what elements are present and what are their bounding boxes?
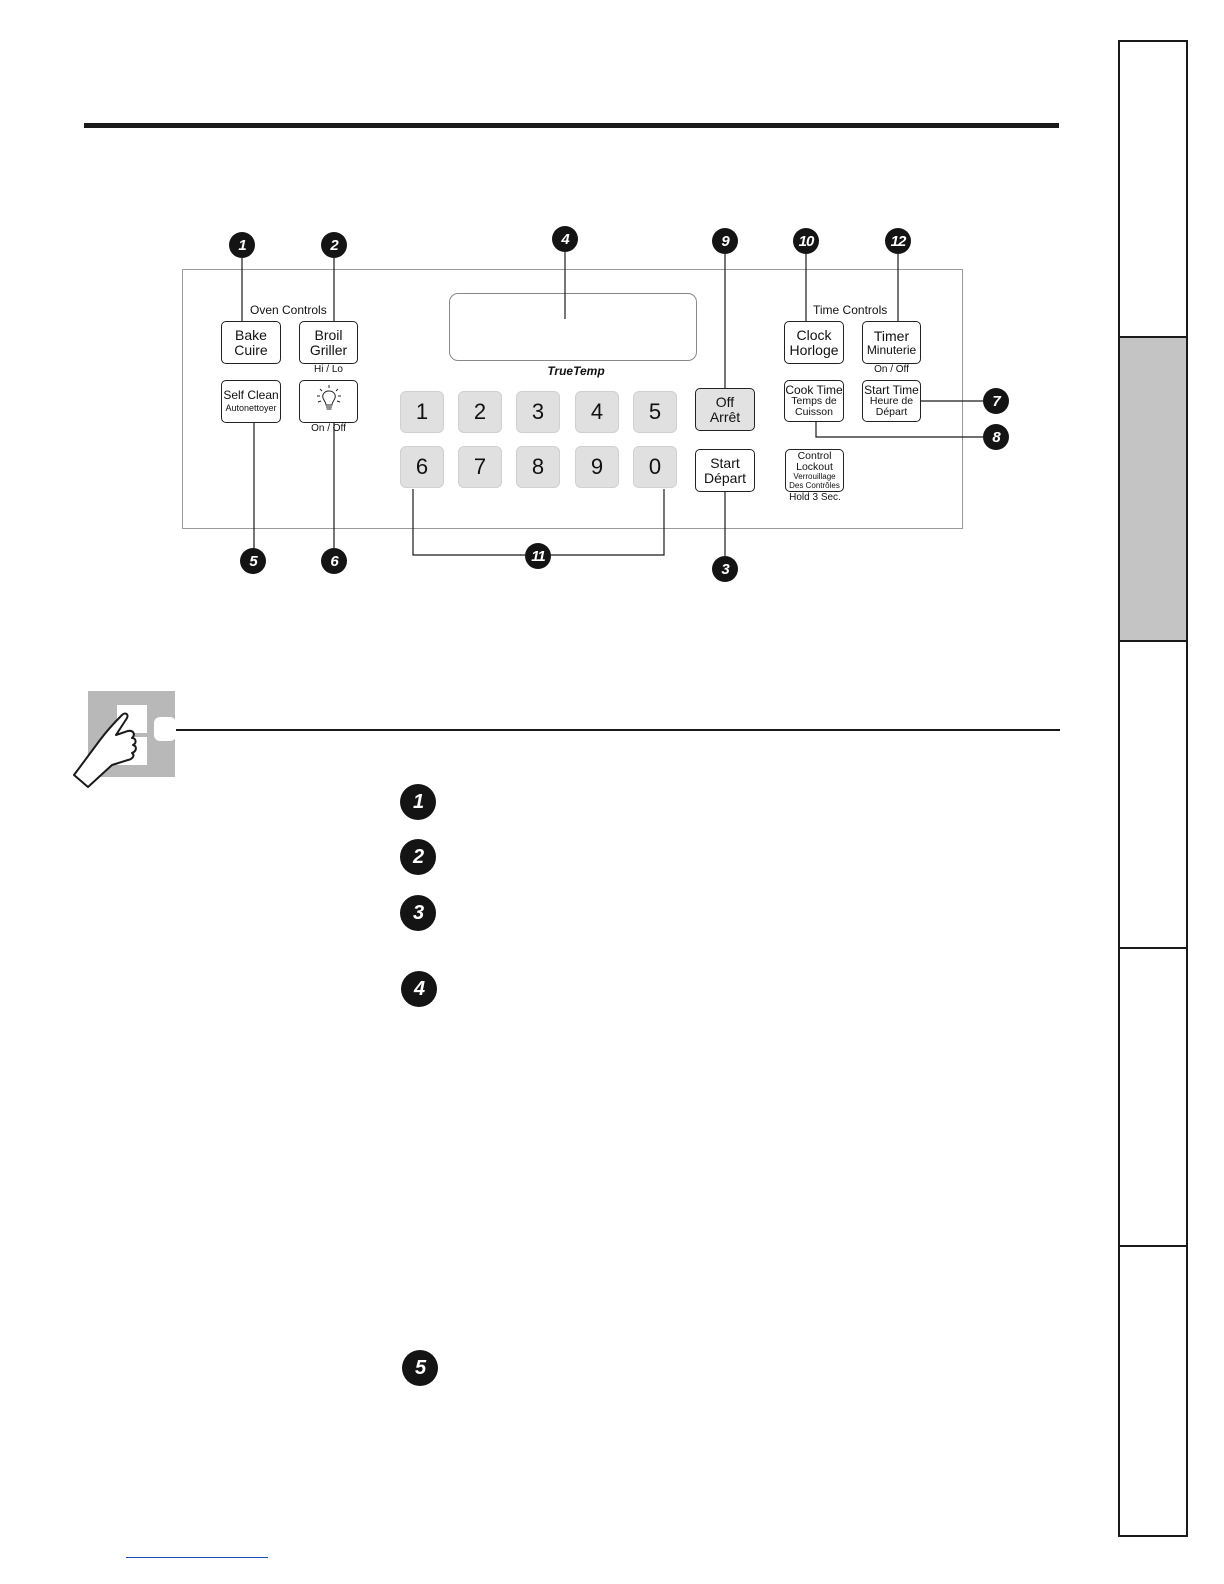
number-key-6[interactable]: 6	[400, 446, 444, 488]
broil-label-fr: Griller	[309, 341, 348, 358]
number-key-7[interactable]: 7	[458, 446, 502, 488]
start-time-button[interactable]: Start Time Heure de Départ	[862, 380, 921, 422]
light-on-off-label: On / Off	[311, 423, 346, 434]
timer-label-en: Timer	[873, 327, 910, 344]
control-lockout-label-en-2: Lockout	[796, 461, 833, 474]
callout-badge-7: 7	[983, 388, 1009, 414]
callout-badge-1: 1	[229, 232, 255, 258]
side-tab-strip	[1118, 40, 1188, 1537]
clock-label-fr: Horloge	[789, 341, 839, 358]
callout-badge-10: 10	[793, 228, 819, 254]
pointing-hand-icon	[70, 695, 180, 795]
control-lockout-label-fr-2: Des Contrôles	[789, 480, 840, 490]
bake-label-fr: Cuire	[234, 341, 268, 358]
cook-time-label-fr-1: Temps de	[791, 395, 837, 408]
start-button[interactable]: Start Départ	[695, 449, 755, 492]
list-badge-2: 2	[400, 839, 436, 875]
side-tab-4[interactable]	[1120, 949, 1186, 1247]
cook-time-label-en: Cook Time	[785, 382, 843, 397]
timer-label-fr: Minuterie	[866, 342, 917, 357]
callout-badge-9: 9	[712, 228, 738, 254]
start-time-label-fr-1: Heure de	[869, 395, 914, 408]
timer-on-off-label: On / Off	[874, 364, 909, 375]
number-key-4[interactable]: 4	[575, 391, 619, 433]
number-key-3[interactable]: 3	[516, 391, 560, 433]
section-rule	[176, 729, 1060, 731]
brand-label: TrueTemp	[547, 364, 605, 378]
side-tab-1[interactable]	[1120, 42, 1186, 338]
self-clean-label-en: Self Clean	[223, 388, 279, 403]
number-key-5[interactable]: 5	[633, 391, 677, 433]
side-tab-2-active[interactable]	[1120, 338, 1186, 642]
lightbulb-icon	[314, 384, 344, 419]
off-label-fr: Arrêt	[709, 408, 741, 425]
callout-badge-8: 8	[983, 424, 1009, 450]
list-badge-4: 4	[401, 971, 437, 1007]
time-controls-label: Time Controls	[813, 303, 888, 317]
number-key-0[interactable]: 0	[633, 446, 677, 488]
oven-display	[449, 293, 697, 361]
cook-time-button[interactable]: Cook Time Temps de Cuisson	[784, 380, 844, 422]
broil-label-en: Broil	[314, 326, 343, 343]
cook-time-label-fr-2: Cuisson	[795, 406, 833, 419]
self-clean-label-fr: Autonettoyer	[225, 403, 277, 414]
callout-badge-12: 12	[885, 228, 911, 254]
start-time-label-en: Start Time	[864, 382, 919, 397]
oven-light-button[interactable]	[299, 380, 358, 423]
start-label-fr: Départ	[703, 469, 747, 486]
number-key-8[interactable]: 8	[516, 446, 560, 488]
broil-button[interactable]: Broil Griller	[299, 321, 358, 364]
clock-label-en: Clock	[796, 326, 832, 343]
number-key-9[interactable]: 9	[575, 446, 619, 488]
callout-badge-3: 3	[712, 556, 738, 582]
bake-label-en: Bake	[235, 326, 267, 343]
control-lockout-label-en-1: Control	[797, 450, 832, 463]
start-time-label-fr-2: Départ	[875, 406, 908, 419]
oven-controls-label: Oven Controls	[250, 303, 327, 317]
hold-3-sec-label: Hold 3 Sec.	[789, 492, 841, 503]
callout-badge-6: 6	[321, 548, 347, 574]
callout-badge-5: 5	[240, 548, 266, 574]
self-clean-button[interactable]: Self Clean Autonettoyer	[221, 380, 281, 423]
footer-link-underline[interactable]	[126, 1557, 268, 1558]
callout-badge-4: 4	[552, 226, 578, 252]
control-lockout-button[interactable]: Control Lockout Verrouillage Des Contrôl…	[785, 449, 844, 492]
side-tab-3[interactable]	[1120, 642, 1186, 949]
list-badge-3: 3	[400, 895, 436, 931]
control-lockout-label-fr-1: Verrouillage	[793, 472, 836, 482]
timer-button[interactable]: Timer Minuterie	[862, 321, 921, 364]
off-label-en: Off	[715, 393, 735, 410]
broil-hi-lo-label: Hi / Lo	[314, 364, 343, 375]
list-badge-1: 1	[400, 784, 436, 820]
start-label-en: Start	[710, 454, 740, 471]
number-key-1[interactable]: 1	[400, 391, 444, 433]
callout-badge-2: 2	[321, 232, 347, 258]
number-key-2[interactable]: 2	[458, 391, 502, 433]
off-button[interactable]: Off Arrêt	[695, 388, 755, 431]
callout-badge-11: 11	[525, 543, 551, 569]
clock-button[interactable]: Clock Horloge	[784, 321, 844, 364]
top-rule	[84, 123, 1059, 128]
bake-button[interactable]: Bake Cuire	[221, 321, 281, 364]
list-badge-5: 5	[402, 1350, 438, 1386]
